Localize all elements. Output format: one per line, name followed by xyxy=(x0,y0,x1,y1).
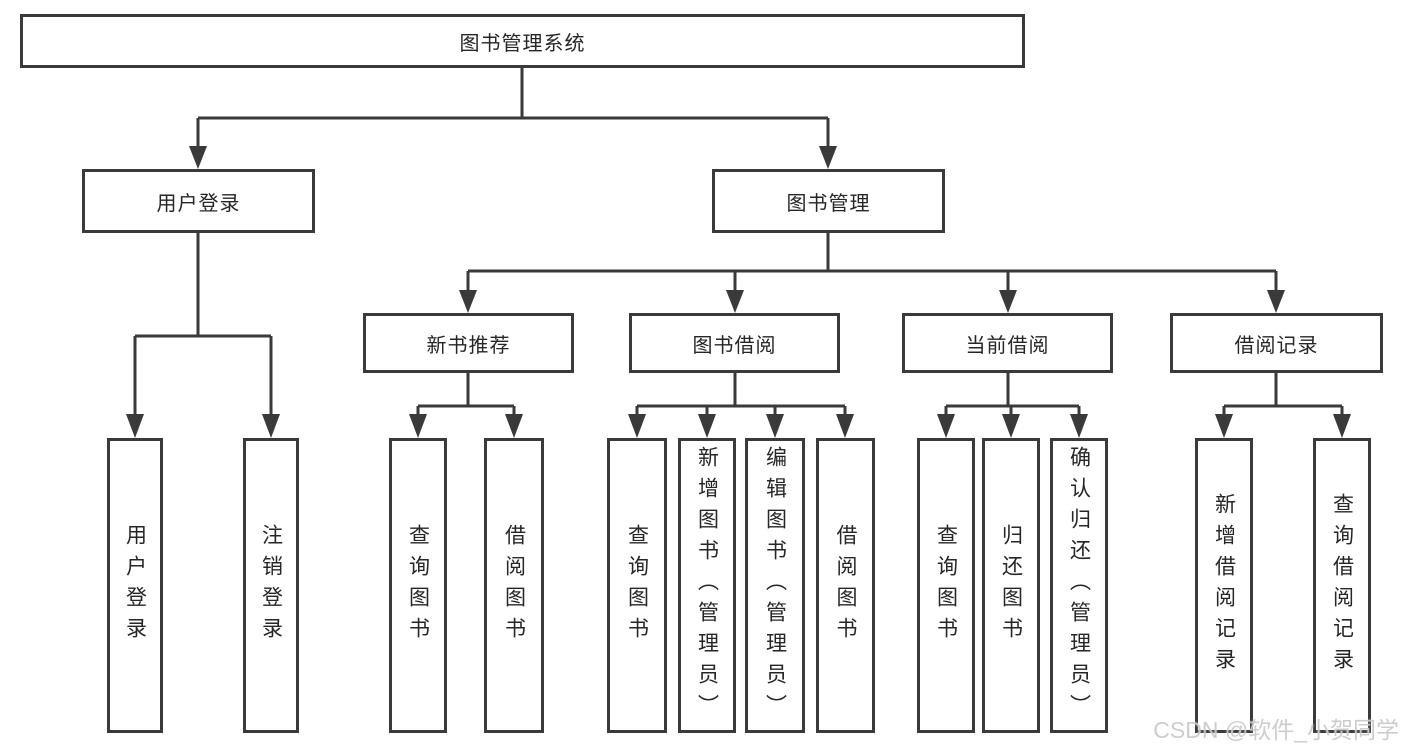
node-new-book-recommend: 新书推荐 xyxy=(363,313,574,373)
leaf-query-books-recommend: 查询图书 xyxy=(389,438,447,733)
node-library-system: 图书管理系统 xyxy=(20,14,1025,68)
leaf-query-books-borrow: 查询图书 xyxy=(607,438,667,733)
leaf-confirm-return-admin: 确认归还（管理员） xyxy=(1050,438,1108,733)
leaf-return-books-label: 归还图书 xyxy=(999,523,1023,648)
leaf-logout: 注销登录 xyxy=(243,438,299,733)
leaf-query-borrow-record: 查询借阅记录 xyxy=(1313,438,1371,733)
node-current-borrow-label: 当前借阅 xyxy=(965,334,1050,357)
node-library-system-label: 图书管理系统 xyxy=(459,32,586,55)
leaf-borrow-books-recommend-label: 借阅图书 xyxy=(502,523,526,648)
leaf-query-books-recommend-label: 查询图书 xyxy=(406,523,430,648)
leaf-query-books-current-label: 查询图书 xyxy=(934,523,958,648)
node-borrow-records-label: 借阅记录 xyxy=(1234,334,1319,357)
leaf-return-books: 归还图书 xyxy=(982,438,1040,733)
leaf-borrow-books-label: 借阅图书 xyxy=(834,523,857,648)
leaf-add-borrow-record-label: 新增借阅记录 xyxy=(1212,492,1236,679)
node-current-borrow: 当前借阅 xyxy=(902,313,1113,373)
leaf-add-borrow-record: 新增借阅记录 xyxy=(1195,438,1253,733)
leaf-user-login-label: 用户登录 xyxy=(123,523,147,648)
leaf-query-books-borrow-label: 查询图书 xyxy=(625,523,649,648)
leaf-confirm-return-admin-label: 确认归还（管理员） xyxy=(1067,446,1091,725)
leaf-add-book-admin-label: 新增图书（管理员） xyxy=(695,446,719,725)
leaf-query-borrow-record-label: 查询借阅记录 xyxy=(1330,492,1354,679)
leaf-edit-book-admin: 编辑图书（管理员） xyxy=(745,438,805,733)
node-user-login-label: 用户登录 xyxy=(156,192,241,215)
leaf-borrow-books: 借阅图书 xyxy=(816,438,875,733)
node-book-borrow: 图书借阅 xyxy=(629,313,840,373)
csdn-watermark: CSDN @软件_小贺同学 xyxy=(1153,717,1399,743)
node-book-management: 图书管理 xyxy=(712,169,945,233)
node-borrow-records: 借阅记录 xyxy=(1170,313,1383,373)
leaf-user-login: 用户登录 xyxy=(107,438,163,733)
node-book-management-label: 图书管理 xyxy=(786,192,871,215)
leaf-edit-book-admin-label: 编辑图书（管理员） xyxy=(763,446,787,725)
leaf-logout-label: 注销登录 xyxy=(259,523,283,648)
node-user-login: 用户登录 xyxy=(82,169,315,233)
leaf-query-books-current: 查询图书 xyxy=(917,438,975,733)
leaf-add-book-admin: 新增图书（管理员） xyxy=(678,438,736,733)
node-book-borrow-label: 图书借阅 xyxy=(692,334,777,357)
node-new-book-recommend-label: 新书推荐 xyxy=(426,334,511,357)
leaf-borrow-books-recommend: 借阅图书 xyxy=(484,438,544,733)
